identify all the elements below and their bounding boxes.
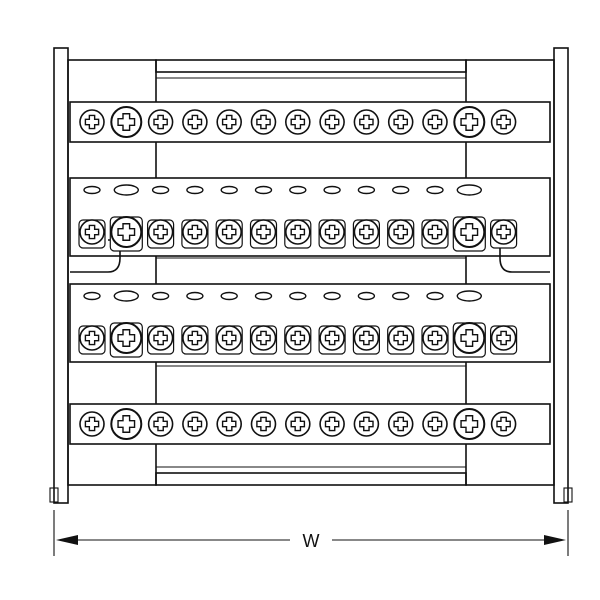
- bottom-screw-row-screw: [216, 411, 242, 437]
- lower-hole-row-hole: [220, 291, 238, 301]
- upper-hole-row-hole: [254, 185, 273, 195]
- upper-screw-row-screw: [490, 219, 518, 249]
- upper-hole-row-hole: [186, 185, 204, 195]
- top-screw-row-screw: [453, 106, 486, 138]
- top-screw-row-screw: [284, 109, 311, 135]
- bottom-screw-row-screw: [182, 411, 208, 437]
- width-dimension: W: [53, 510, 569, 556]
- upper-hole-row-hole: [83, 185, 101, 195]
- left-side-block: [67, 59, 157, 486]
- upper-hole-row-hole: [151, 185, 170, 195]
- lower-hole-row-hole: [289, 291, 307, 301]
- top-screw-row-screw: [182, 109, 208, 135]
- upper-screw-row-screw: [284, 219, 312, 249]
- bottom-screw-row-screw: [453, 408, 486, 440]
- bottom-screw-row-screw: [422, 411, 448, 437]
- left-end-cap: [53, 47, 69, 504]
- lower-screw-row-screw: [215, 325, 243, 355]
- dimension-label: W: [303, 531, 320, 551]
- top-screw-row-screw: [216, 109, 242, 135]
- top-screw-row-screw: [353, 109, 380, 135]
- upper-screw-row-screw: [147, 219, 175, 249]
- lower-screw-row-screw: [249, 325, 278, 355]
- top-rail: [155, 59, 467, 73]
- lower-screw-row-screw: [78, 325, 106, 355]
- hole-layer: [83, 184, 482, 302]
- lower-hole-row-hole: [456, 290, 482, 302]
- lower-screw-row-screw: [284, 325, 312, 355]
- lower-screw-row-screw: [109, 322, 143, 358]
- housing: [49, 47, 573, 504]
- lower-screw-row-screw: [490, 325, 518, 355]
- lower-hole-row-hole: [357, 291, 376, 301]
- dim-arrow-right: [544, 535, 566, 545]
- upper-screw-row-screw: [387, 219, 415, 249]
- right-side-block: [465, 59, 555, 486]
- bottom-screw-row-screw: [387, 411, 414, 437]
- upper-screw-row-screw: [109, 216, 143, 252]
- upper-hole-row-hole: [456, 184, 482, 196]
- screw-layer: [78, 106, 518, 440]
- upper-hole-row-hole: [392, 185, 410, 195]
- bottom-screw-row-screw: [147, 411, 174, 437]
- top-screw-row-screw: [319, 109, 345, 135]
- lower-hole-row-hole: [186, 291, 204, 301]
- upper-screw-row-screw: [78, 219, 106, 249]
- top-screw-row-screw: [110, 106, 143, 138]
- upper-hole-row-hole: [289, 185, 307, 195]
- lower-hole-row-hole: [254, 291, 273, 301]
- bottom-screw-row-screw: [110, 408, 143, 440]
- lower-screw-row-screw: [352, 325, 380, 355]
- lower-hole-row-hole: [151, 291, 170, 301]
- bottom-screw-row-screw: [79, 411, 105, 437]
- top-screw-row-screw: [147, 109, 174, 135]
- bottom-screw-row-screw: [353, 411, 380, 437]
- bottom-screw-row-screw: [490, 411, 517, 437]
- upper-screw-row-screw: [318, 219, 346, 249]
- dim-arrow-left: [56, 535, 78, 545]
- bottom-screw-row-screw: [250, 411, 277, 437]
- top-screw-row-screw: [422, 109, 448, 135]
- bottom-screw-row-screw: [319, 411, 345, 437]
- upper-screw-row-screw: [215, 219, 243, 249]
- upper-hole-row-hole: [357, 185, 376, 195]
- top-screw-row-screw: [79, 109, 105, 135]
- bus-bars: [69, 101, 551, 445]
- upper-screw-row-screw: [249, 219, 278, 249]
- upper-screw-row-screw: [421, 219, 449, 249]
- upper-hole-row-hole: [113, 184, 140, 196]
- upper-hole-row-hole: [323, 185, 341, 195]
- bottom-rail: [155, 472, 467, 486]
- lower-screw-row-screw: [181, 325, 209, 355]
- lower-hole-row-hole: [83, 291, 101, 301]
- lower-hole-row-hole: [113, 290, 140, 302]
- right-end-cap: [553, 47, 569, 504]
- upper-screw-row-screw: [452, 216, 486, 252]
- upper-hole-row-hole: [220, 185, 238, 195]
- lower-screw-row-screw: [318, 325, 346, 355]
- lower-screw-row-screw: [452, 322, 486, 358]
- lower-screw-row-screw: [147, 325, 175, 355]
- lower-hole-row-hole: [323, 291, 341, 301]
- upper-screw-row-screw: [352, 219, 380, 249]
- lower-hole-row-hole: [392, 291, 410, 301]
- upper-hole-row-hole: [426, 185, 444, 195]
- lower-screw-row-screw: [387, 325, 415, 355]
- top-screw-row-screw: [490, 109, 517, 135]
- lower-hole-row-hole: [426, 291, 444, 301]
- top-screw-row-screw: [387, 109, 414, 135]
- lower-screw-row-screw: [421, 325, 449, 355]
- bottom-screw-row-screw: [284, 411, 311, 437]
- upper-screw-row-screw: [181, 219, 209, 249]
- top-screw-row-screw: [250, 109, 277, 135]
